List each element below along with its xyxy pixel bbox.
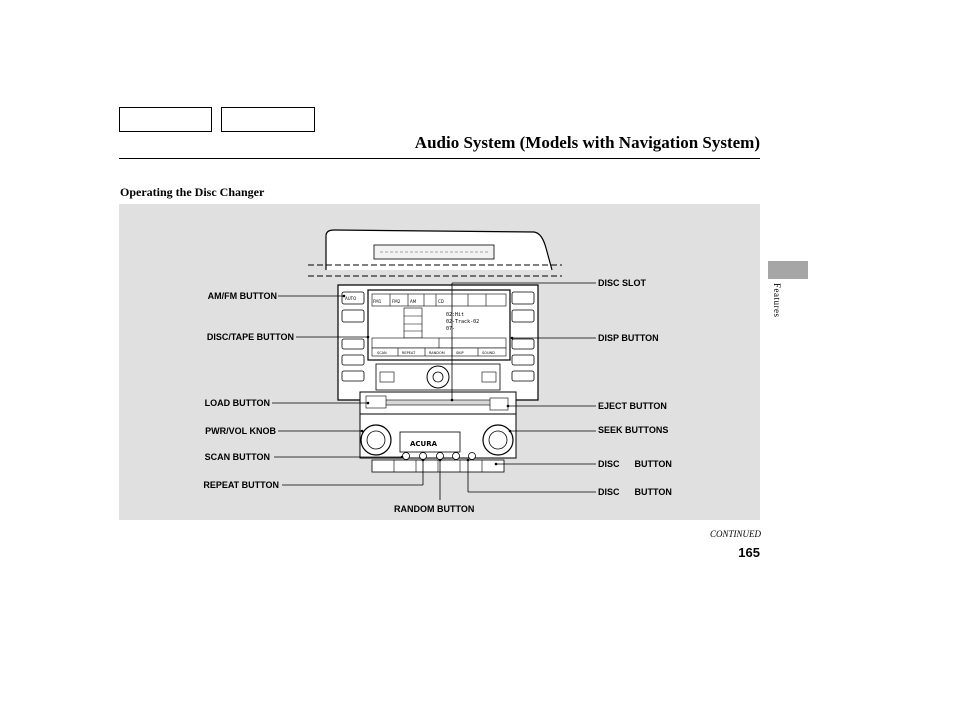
screen-btn-repeat: REPEAT — [402, 351, 416, 355]
tag-fm1: FM1 — [373, 299, 382, 304]
screen-btn-skip: SKIP — [456, 351, 464, 355]
label-disc-up-button: DISC BUTTON — [598, 459, 672, 469]
page-number: 165 — [738, 545, 760, 560]
screen-btn-random: RANDOM — [429, 351, 445, 355]
label-random-button: RANDOM BUTTON — [394, 504, 475, 514]
title-rule — [119, 158, 760, 159]
auto-button-left — [341, 291, 365, 305]
label-seek-buttons: SEEK BUTTONS — [598, 425, 669, 435]
tag-am: AM — [410, 299, 417, 304]
section-tab — [768, 261, 808, 279]
side-tab-label: Features — [772, 283, 782, 318]
label-disc-slot: DISC SLOT — [598, 278, 647, 288]
section-heading: Operating the Disc Changer — [120, 185, 265, 199]
display-line-3: 07- — [446, 326, 455, 332]
label-eject-button: EJECT BUTTON — [598, 401, 667, 411]
label-am-fm-button: AM/FM BUTTON — [207, 291, 277, 301]
repeat-button-shape — [419, 452, 427, 460]
screen-btn-scan: SCAN — [377, 351, 387, 355]
top-button-auto: AUTO — [345, 296, 356, 301]
label-load-button: LOAD BUTTON — [204, 398, 270, 408]
eject-button-shape — [489, 397, 509, 411]
display-line-1: 02:Hit — [446, 312, 464, 318]
random-button-shape — [436, 452, 444, 460]
continued-label: CONTINUED — [709, 529, 761, 539]
nav-box-1[interactable] — [119, 107, 212, 132]
nav-box-2[interactable] — [221, 107, 315, 132]
disc-slot — [375, 399, 497, 406]
label-scan-button: SCAN BUTTON — [204, 452, 270, 462]
label-disc-down-button: DISC BUTTON — [598, 487, 672, 497]
label-disp-button: DISP BUTTON — [598, 333, 659, 343]
label-disc-tape-button: DISC/TAPE BUTTON — [206, 332, 294, 342]
top-display — [373, 244, 495, 260]
tag-fm2: FM2 — [392, 299, 401, 304]
auto-button-right — [511, 291, 535, 305]
acura-logo: ACURA — [410, 440, 438, 448]
load-button-shape — [365, 395, 387, 409]
lower-display — [399, 431, 461, 453]
label-repeat-button: REPEAT BUTTON — [203, 480, 279, 490]
label-pwr-vol-knob: PWR/VOL KNOB — [205, 426, 276, 436]
screen-btn-sound: SOUND — [482, 351, 495, 355]
tag-cd: CD — [438, 299, 444, 304]
scan-button-shape — [402, 452, 410, 460]
page-title: Audio System (Models with Navigation Sys… — [414, 133, 760, 152]
display-line-2: 02-Track-02 — [446, 319, 479, 325]
